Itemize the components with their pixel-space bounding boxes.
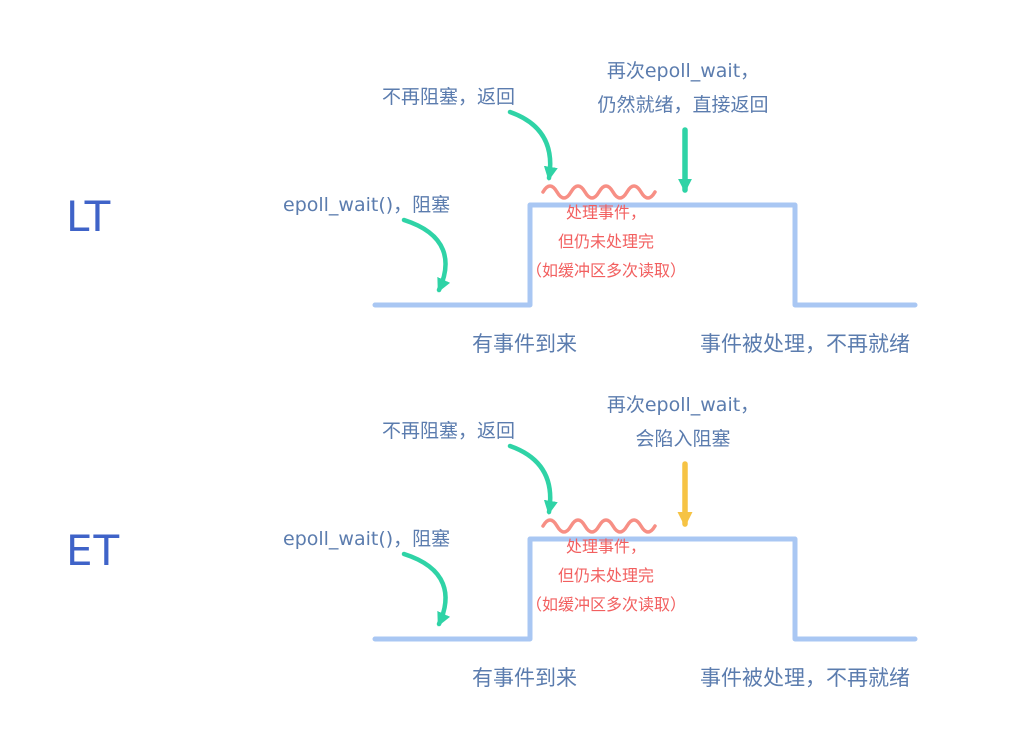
event-arrive-label: 有事件到来 xyxy=(472,332,577,356)
no-block-annotation: 不再阻塞，返回 xyxy=(382,86,516,108)
epoll-wait-arrow xyxy=(401,217,451,293)
no-block-annotation: 不再阻塞，返回 xyxy=(382,420,516,442)
epoll-wait-arrow xyxy=(401,551,451,627)
again-epoll-annotation: 再次epoll_wait， 仍然就绪，直接返回 xyxy=(597,60,769,116)
event-arrive-label: 有事件到来 xyxy=(472,666,577,690)
no-block-arrow xyxy=(507,443,558,515)
signal-waveform xyxy=(372,536,918,642)
epoll-wait-annotation: epoll_wait()，阻塞 xyxy=(283,528,451,550)
mode-label: LT xyxy=(66,192,112,241)
et-diagram-section: ET epoll_wait()，阻塞 不再阻塞，返回 再次epoll_wait，… xyxy=(0,334,1012,754)
event-done-label: 事件被处理，不再就绪 xyxy=(700,666,910,690)
event-done-label: 事件被处理，不再就绪 xyxy=(700,332,910,356)
epoll-wait-annotation: epoll_wait()，阻塞 xyxy=(283,194,451,216)
processing-squiggle xyxy=(541,518,657,534)
processing-note: 处理事件， 但仍未处理完 （如缓冲区多次读取） xyxy=(525,203,687,280)
mode-label: ET xyxy=(66,526,121,575)
lt-diagram-drawing xyxy=(372,109,918,308)
processing-note: 处理事件， 但仍未处理完 （如缓冲区多次读取） xyxy=(525,537,687,614)
again-epoll-annotation: 再次epoll_wait， 会陷入阻塞 xyxy=(606,394,760,450)
signal-waveform xyxy=(372,202,918,308)
processing-squiggle xyxy=(541,184,657,200)
lt-diagram-section: LT epoll_wait()，阻塞 不再阻塞，返回 再次epoll_wait，… xyxy=(66,60,918,356)
et-diagram-drawing xyxy=(372,443,918,642)
no-block-arrow xyxy=(507,109,558,181)
